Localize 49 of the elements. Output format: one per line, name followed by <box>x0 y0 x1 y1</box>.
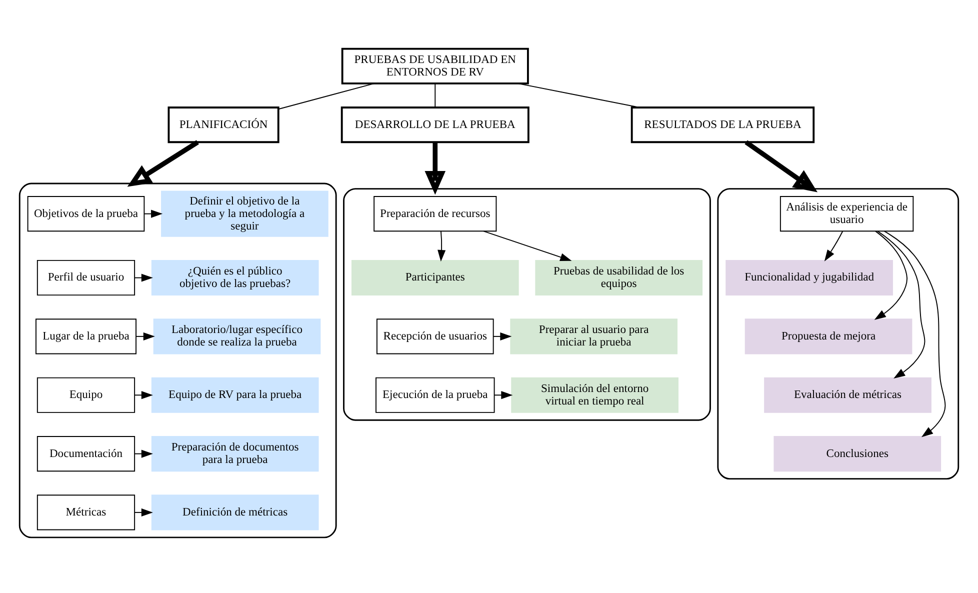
arrow <box>824 230 844 261</box>
arrow <box>877 230 926 378</box>
node-box: Análisis de experiencia de usuario <box>780 196 914 232</box>
node-box: Simulación del entorno virtual en tiempo real <box>511 376 678 412</box>
node-box: Preparación de recursos <box>374 196 497 232</box>
cluster <box>18 182 337 538</box>
arrow <box>438 230 446 262</box>
node-box: Ejecución de la prueba <box>376 376 495 412</box>
node-box: PRUEBAS DE USABILIDAD EN ENTORNOS DE RV <box>341 47 529 84</box>
node-box: Equipo <box>36 376 136 412</box>
node-box: Laboratorio/lugar específico donde se realiza la prueba <box>153 318 321 354</box>
node-box: Métricas <box>36 494 136 530</box>
connector <box>434 82 436 108</box>
arrow <box>127 140 199 186</box>
node-box: Evaluación de métricas <box>764 376 932 412</box>
arrow <box>494 390 513 399</box>
connector <box>278 82 374 110</box>
arrow <box>483 230 572 261</box>
node-box: Lugar de la prueba <box>36 318 136 354</box>
node-box: Perfil de usuario <box>36 259 136 296</box>
node-box: Propuesta de mejora <box>744 318 912 354</box>
node-box: RESULTADOS DE LA PRUEBA <box>630 106 815 143</box>
node-box: Pruebas de usabilidad de los equipos <box>535 259 703 296</box>
arrow <box>492 332 512 340</box>
arrow <box>744 140 818 192</box>
node-box: ¿Quién es el público objetivo de las pruebas? <box>151 259 319 296</box>
node-box: DESARROLLO DE LA PRUEBA <box>340 106 530 143</box>
arrow <box>136 332 155 340</box>
node-box: Documentación <box>36 435 136 472</box>
node-box: Definición de métricas <box>151 494 319 530</box>
arrow <box>134 449 153 458</box>
node-box: Equipo de RV para la prueba <box>151 376 319 412</box>
arrow <box>424 142 446 194</box>
node-box: Funcionalidad y jugabilidad <box>726 259 893 296</box>
arrow <box>874 230 908 320</box>
arrow <box>134 390 153 399</box>
arrow <box>884 230 946 437</box>
node-box: Participantes <box>351 259 519 296</box>
cluster <box>717 188 960 479</box>
cluster <box>343 188 711 420</box>
node-box: PLANIFICACIÓN <box>168 106 280 143</box>
node-box: Definir el objetivo de la prueba y la metodología a seguir <box>161 190 328 236</box>
arrow <box>134 508 153 516</box>
arrow <box>144 209 163 218</box>
node-box: Conclusiones <box>774 435 942 472</box>
node-box: Recepción de usuarios <box>376 318 494 354</box>
node-box: Preparación de documentos para la prueba <box>151 435 319 472</box>
node-box: Preparar al usuario para iniciar la prueba <box>510 318 678 354</box>
node-box: Objetivos de la prueba <box>27 196 145 232</box>
